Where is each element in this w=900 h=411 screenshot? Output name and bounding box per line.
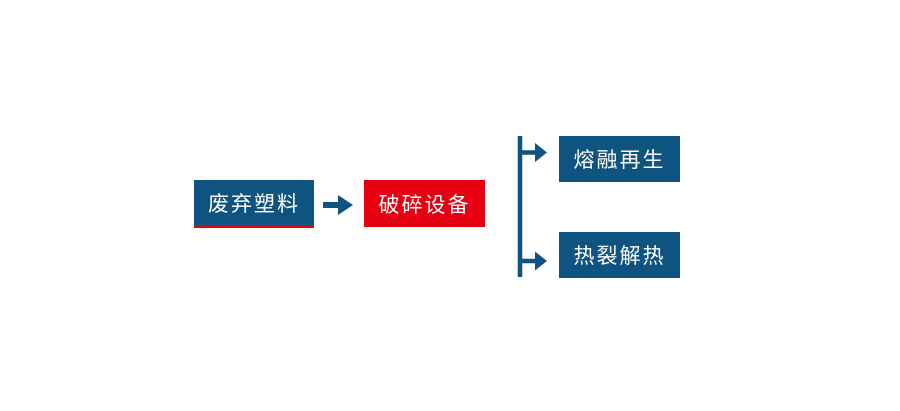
branch-line <box>517 136 537 277</box>
node-pyrolysis: 热裂解热 <box>559 232 680 278</box>
arrow-right-icon <box>535 143 547 162</box>
node-melt-regeneration-label: 熔融再生 <box>573 149 666 172</box>
node-crushing-equipment-label: 破碎设备 <box>378 193 471 217</box>
node-melt-regeneration: 熔融再生 <box>559 136 680 182</box>
arrow-right-icon <box>323 195 353 215</box>
node-crushing-equipment: 破碎设备 <box>364 180 485 227</box>
node-pyrolysis-label: 热裂解热 <box>573 245 666 268</box>
node-waste-plastic: 废弃塑料 <box>194 180 314 228</box>
node-waste-plastic-label: 废弃塑料 <box>208 192 300 216</box>
arrow-right-icon <box>535 251 547 271</box>
